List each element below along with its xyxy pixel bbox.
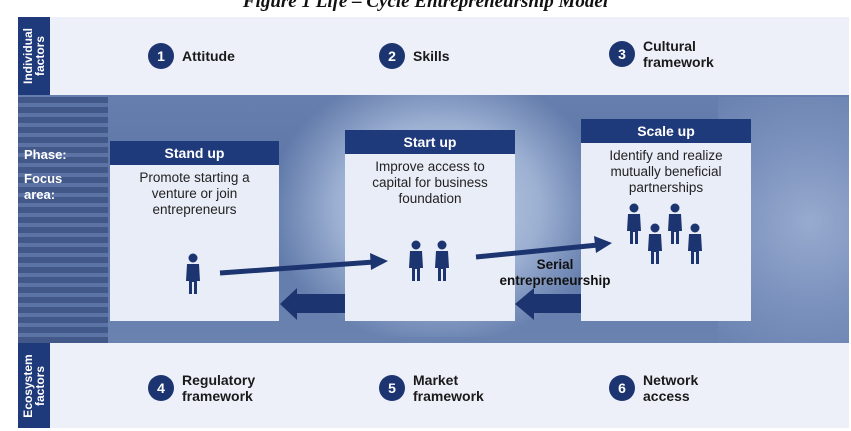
person-icon <box>648 223 662 264</box>
serial-entrepreneurship-label: Serial entrepreneurship <box>499 257 611 288</box>
factor-number-badge: 3 <box>609 41 635 67</box>
flow-arrows-and-people <box>186 203 702 320</box>
factor-attitude: 1 Attitude <box>148 43 235 69</box>
entrepreneurship-model-diagram: Individual factors 1 Attitude 2 Skills 3… <box>18 17 849 428</box>
phase-title: Start up <box>345 130 515 154</box>
phase-description: Promote starting a venture or join entre… <box>139 170 250 217</box>
individual-factors-tab: Individual factors <box>18 17 50 95</box>
person-icon <box>409 240 423 281</box>
factor-label: Network access <box>643 372 699 404</box>
person-icon <box>435 240 449 281</box>
factor-label: Cultural framework <box>643 38 714 70</box>
arrow-right-icon <box>475 236 612 260</box>
factor-number-badge: 1 <box>148 43 174 69</box>
factor-market-framework: 5 Market framework <box>379 372 484 404</box>
arrow-right-icon <box>219 253 388 276</box>
factor-skills: 2 Skills <box>379 43 450 69</box>
factor-number-badge: 6 <box>609 375 635 401</box>
factor-label: Skills <box>413 48 450 64</box>
phase-stand-up: Stand up Promote starting a venture or j… <box>110 141 279 321</box>
factor-label: Regulatory framework <box>182 372 256 404</box>
phase-start-up: Start up Improve access to capital for b… <box>345 130 515 321</box>
figure-title: Figure 1 Life – Cycle Entrepreneurship M… <box>242 0 609 12</box>
phase-description: Improve access to capital for business f… <box>372 159 488 206</box>
focus-area-row-label: Focus area: <box>24 171 63 202</box>
phase-title: Scale up <box>581 119 751 143</box>
arrow-left-icon <box>280 288 345 320</box>
person-icon <box>688 223 702 264</box>
ecosystem-factors-label: Ecosystem factors <box>21 353 47 418</box>
factor-label: Attitude <box>182 48 235 64</box>
factor-number-badge: 4 <box>148 375 174 401</box>
phase-description: Identify and realize mutually beneficial… <box>609 148 723 195</box>
factor-number-badge: 5 <box>379 375 405 401</box>
ecosystem-factors-tab: Ecosystem factors <box>18 343 50 428</box>
background-server-rack <box>18 97 108 347</box>
factor-label: Market framework <box>413 372 484 404</box>
person-icon <box>186 253 200 294</box>
person-icon <box>627 203 641 244</box>
factor-network-access: 6 Network access <box>609 372 698 404</box>
phase-title: Stand up <box>110 141 279 165</box>
factor-regulatory-framework: 4 Regulatory framework <box>148 372 255 404</box>
factor-number-badge: 2 <box>379 43 405 69</box>
factor-cultural-framework: 3 Cultural framework <box>609 38 714 70</box>
arrow-left-icon <box>515 288 581 320</box>
phase-row-label: Phase: <box>24 147 67 162</box>
person-icon <box>668 203 682 244</box>
phase-scale-up: Scale up Identify and realize mutually b… <box>581 119 751 321</box>
